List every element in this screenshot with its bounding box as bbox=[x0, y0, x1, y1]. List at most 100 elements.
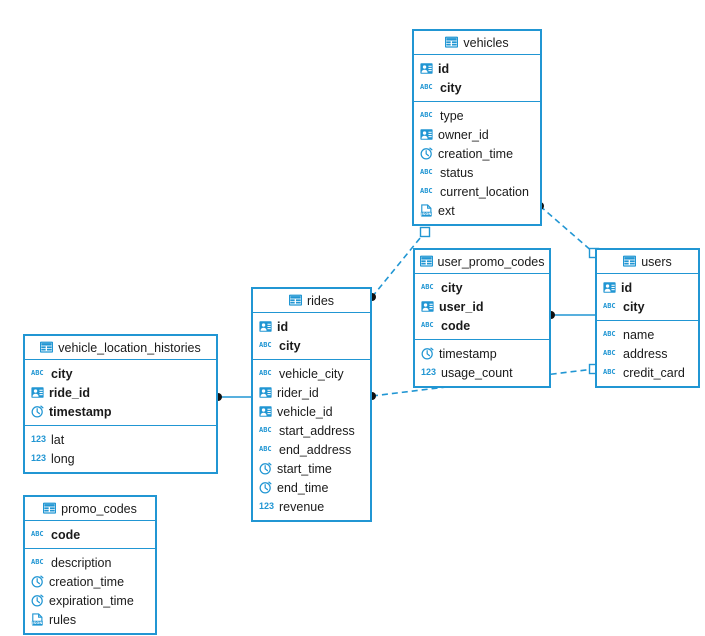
field-label: city bbox=[440, 80, 462, 95]
field-label: status bbox=[440, 165, 474, 180]
relationship-rel-upc-users[interactable] bbox=[547, 311, 595, 319]
field-label: city bbox=[279, 338, 301, 353]
field-row-timestamp[interactable]: timestamp bbox=[415, 344, 549, 363]
abc-string-icon: ABC bbox=[420, 168, 433, 176]
field-label: code bbox=[441, 318, 471, 333]
field-row-id[interactable]: id bbox=[253, 317, 370, 336]
abc-string-icon: ABC bbox=[603, 368, 616, 376]
field-label: creation_time bbox=[438, 146, 514, 161]
clock-icon bbox=[259, 481, 272, 494]
clock-icon bbox=[421, 347, 434, 360]
field-label: start_time bbox=[277, 461, 332, 476]
field-label: id bbox=[438, 61, 450, 76]
table-title: user_promo_codes bbox=[437, 254, 545, 269]
field-label: creation_time bbox=[49, 574, 125, 589]
field-row-user_id[interactable]: user_id bbox=[415, 297, 549, 316]
field-label: end_address bbox=[279, 442, 352, 457]
table-header-promo_codes: promo_codes bbox=[25, 497, 155, 521]
svg-text:JSON: JSON bbox=[31, 621, 42, 625]
abc-string-icon: ABC bbox=[420, 111, 433, 119]
field-row-city[interactable]: ABC city bbox=[25, 364, 216, 383]
field-label: city bbox=[51, 366, 73, 381]
field-row-id[interactable]: id bbox=[597, 278, 698, 297]
relationship-rel-vlh-rides[interactable] bbox=[214, 393, 251, 401]
key-id-icon bbox=[420, 128, 433, 141]
field-row-address[interactable]: ABC address bbox=[597, 344, 698, 363]
abc-string-icon: ABC bbox=[31, 530, 44, 538]
field-row-ride_id[interactable]: ride_id bbox=[25, 383, 216, 402]
field-row-start_time[interactable]: start_time bbox=[253, 459, 370, 478]
field-row-rider_id[interactable]: rider_id bbox=[253, 383, 370, 402]
table-header-vehicle_location_histories: vehicle_location_histories bbox=[25, 336, 216, 360]
field-row-vehicle_id[interactable]: vehicle_id bbox=[253, 402, 370, 421]
field-label: owner_id bbox=[438, 127, 489, 142]
key-id-icon bbox=[259, 405, 272, 418]
field-label: vehicle_id bbox=[277, 404, 333, 419]
field-row-timestamp[interactable]: timestamp bbox=[25, 402, 216, 421]
field-label: lat bbox=[51, 432, 65, 447]
abc-string-icon: ABC bbox=[603, 302, 616, 310]
field-row-end_time[interactable]: end_time bbox=[253, 478, 370, 497]
field-label: id bbox=[621, 280, 633, 295]
table-title: rides bbox=[306, 293, 335, 308]
table-header-users: users bbox=[597, 250, 698, 274]
field-row-status[interactable]: ABC status bbox=[414, 163, 540, 182]
abc-string-icon: ABC bbox=[421, 283, 434, 291]
field-row-creation_time[interactable]: creation_time bbox=[25, 572, 155, 591]
abc-string-icon: ABC bbox=[420, 83, 433, 91]
field-row-start_address[interactable]: ABC start_address bbox=[253, 421, 370, 440]
field-row-end_address[interactable]: ABC end_address bbox=[253, 440, 370, 459]
clock-icon bbox=[31, 594, 44, 607]
field-row-id[interactable]: id bbox=[414, 59, 540, 78]
field-label: ext bbox=[438, 203, 455, 218]
table-header-rides: rides bbox=[253, 289, 370, 313]
abc-string-icon: ABC bbox=[603, 330, 616, 338]
field-row-owner_id[interactable]: owner_id bbox=[414, 125, 540, 144]
field-label: start_address bbox=[279, 423, 355, 438]
field-label: address bbox=[623, 346, 668, 361]
abc-string-icon: ABC bbox=[259, 445, 272, 453]
field-row-creation_time[interactable]: creation_time bbox=[414, 144, 540, 163]
table-title: promo_codes bbox=[61, 501, 137, 516]
field-row-expiration_time[interactable]: expiration_time bbox=[25, 591, 155, 610]
field-row-city[interactable]: ABC city bbox=[414, 78, 540, 97]
key-id-icon bbox=[259, 320, 272, 333]
field-label: usage_count bbox=[441, 365, 513, 380]
field-label: end_time bbox=[277, 480, 329, 495]
abc-string-icon: ABC bbox=[259, 426, 272, 434]
table-title: vehicles bbox=[463, 35, 509, 50]
abc-string-icon: ABC bbox=[603, 349, 616, 357]
abc-string-icon: ABC bbox=[31, 369, 44, 377]
field-label: user_id bbox=[439, 299, 484, 314]
clock-icon bbox=[420, 147, 433, 160]
key-id-icon bbox=[603, 281, 616, 294]
clock-icon bbox=[31, 575, 44, 588]
